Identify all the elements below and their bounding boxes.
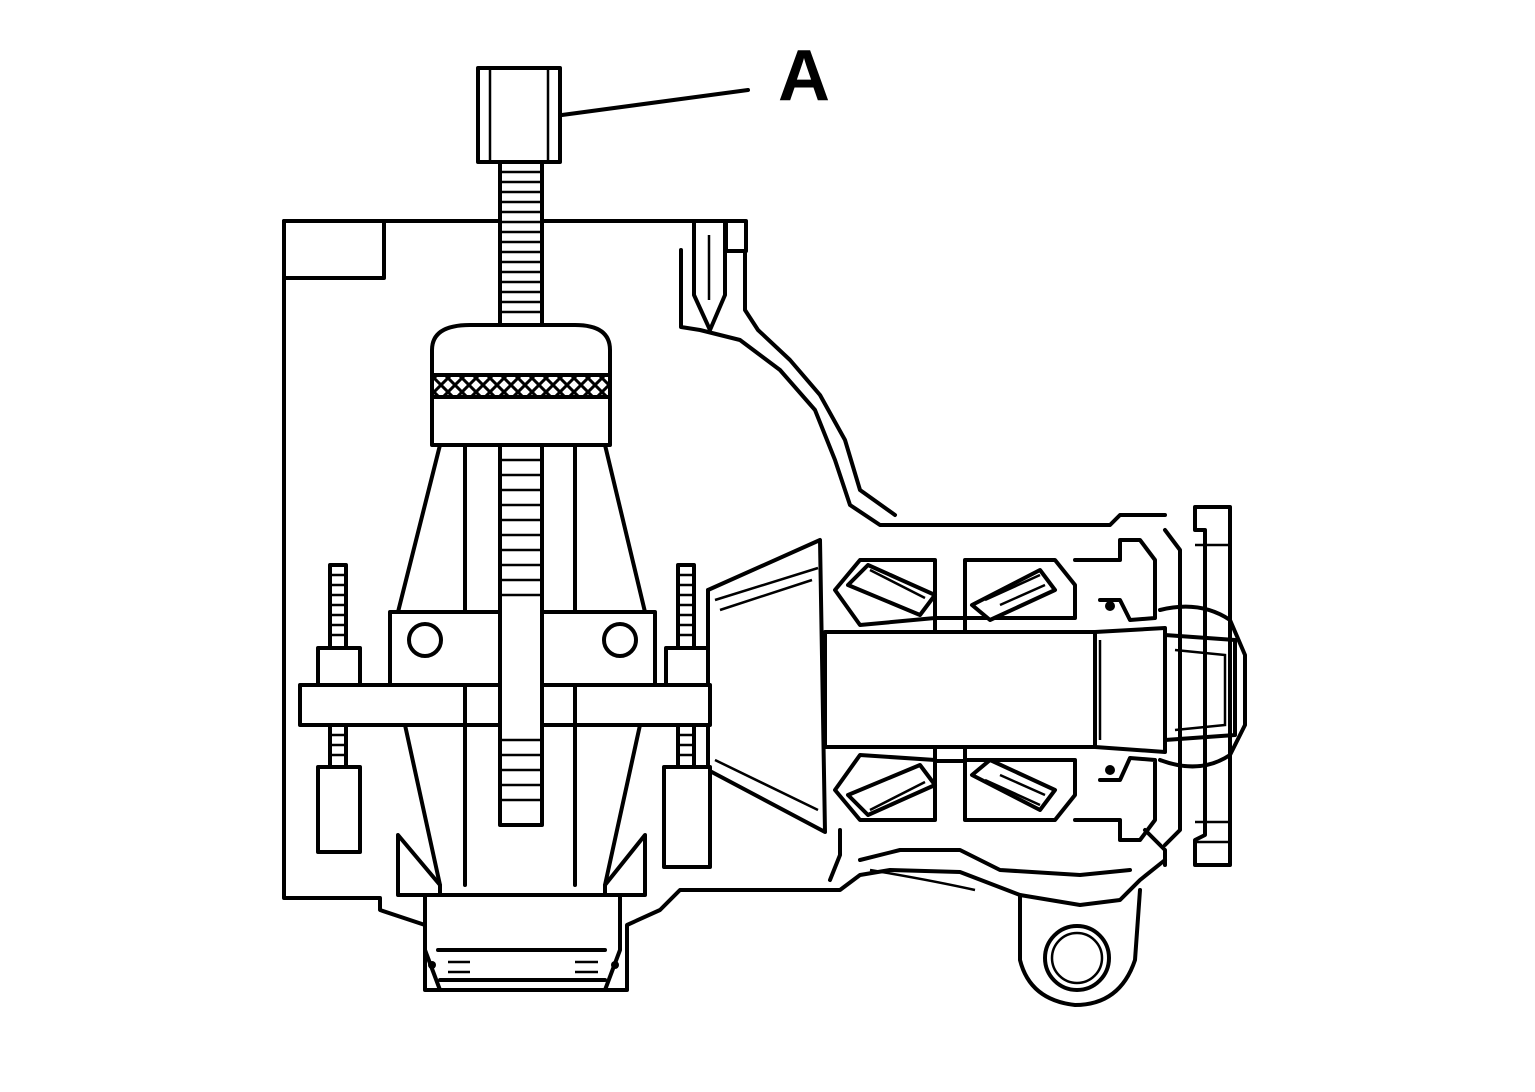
output-flange (1158, 505, 1247, 867)
callout-leader-line (560, 88, 750, 117)
housing-outline (282, 219, 1167, 1007)
puller-screw (498, 160, 544, 827)
puller-screw-head (476, 66, 562, 164)
pinion-gear (706, 538, 827, 834)
taper-bearings (833, 538, 1157, 842)
pinion-shaft (823, 626, 1167, 754)
bottom-cup (423, 893, 622, 992)
puller-studs (316, 563, 712, 869)
callout-label: A (778, 36, 830, 116)
fitting (692, 219, 748, 332)
